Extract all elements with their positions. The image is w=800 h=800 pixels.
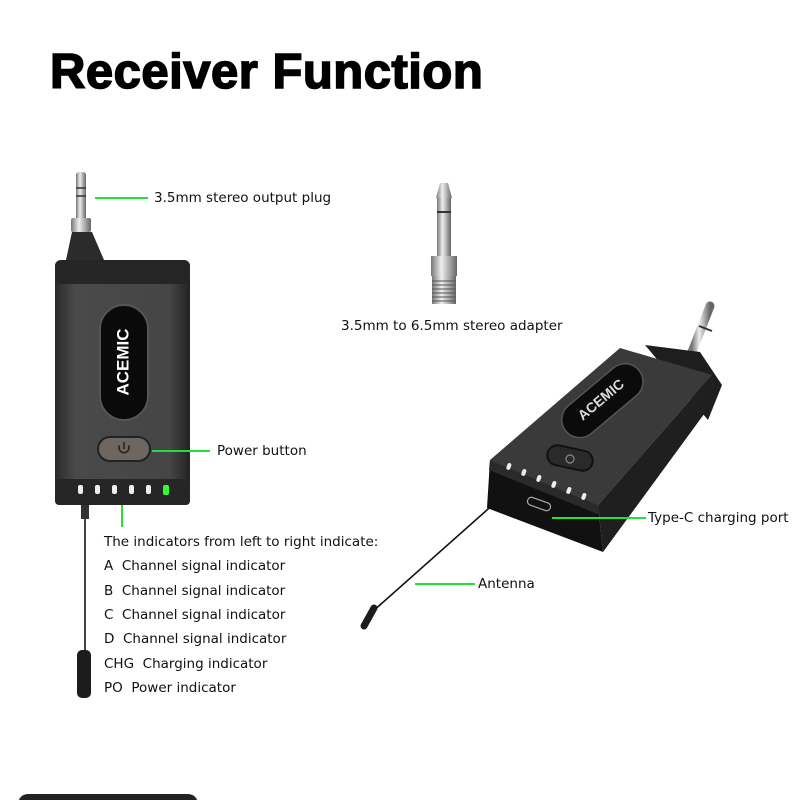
indicator-code: B: [104, 583, 114, 599]
receiver-angled-view: ACEMIC: [360, 301, 722, 630]
indicators-heading: The indicators from left to right indica…: [104, 534, 379, 550]
indicator-text: Channel signal indicator: [123, 631, 287, 647]
power-icon: [118, 442, 130, 454]
indicator-code: PO: [104, 680, 123, 696]
antenna-tip: [77, 650, 91, 698]
label-power-button: Power button: [217, 443, 307, 459]
indicator-item: C Channel signal indicator: [104, 607, 285, 623]
callout-line: [152, 450, 210, 452]
stereo-adapter: [431, 183, 457, 304]
label-antenna: Antenna: [478, 576, 535, 592]
brand-logo-text: ACEMIC: [113, 328, 132, 395]
type-c-port: [526, 496, 552, 512]
label-adapter: 3.5mm to 6.5mm stereo adapter: [341, 318, 563, 334]
label-type-c: Type-C charging port: [648, 510, 789, 526]
bottom-banner-edge: [18, 794, 198, 800]
indicator-item: A Channel signal indicator: [104, 558, 285, 574]
indicator-text: Power indicator: [131, 680, 236, 696]
indicator-code: A: [104, 558, 114, 574]
callout-line: [552, 517, 646, 519]
indicator-item: CHG Charging indicator: [104, 656, 267, 672]
indicator-text: Channel signal indicator: [121, 558, 286, 574]
power-icon: [565, 454, 575, 464]
indicator-item: PO Power indicator: [104, 680, 236, 696]
indicator-text: Channel signal indicator: [122, 607, 286, 623]
callout-line: [95, 197, 148, 199]
stereo-plug: [76, 172, 86, 222]
label-output-plug: 3.5mm stereo output plug: [154, 190, 332, 206]
indicator-code: CHG: [104, 656, 135, 672]
receiver-front-view: ACEMIC: [55, 172, 190, 698]
brand-logo-badge: [99, 304, 149, 421]
indicator-code: D: [104, 631, 115, 647]
power-button[interactable]: [545, 443, 594, 472]
callout-line: [415, 583, 475, 585]
indicator-text: Charging indicator: [142, 656, 268, 672]
indicator-leds: [78, 485, 169, 495]
indicator-item: B Channel signal indicator: [104, 583, 285, 599]
callout-line: [121, 505, 123, 527]
indicator-code: C: [104, 607, 114, 623]
indicator-text: Channel signal indicator: [121, 583, 286, 599]
indicator-item: D Channel signal indicator: [104, 631, 286, 647]
page-title: Receiver Function: [49, 44, 484, 100]
